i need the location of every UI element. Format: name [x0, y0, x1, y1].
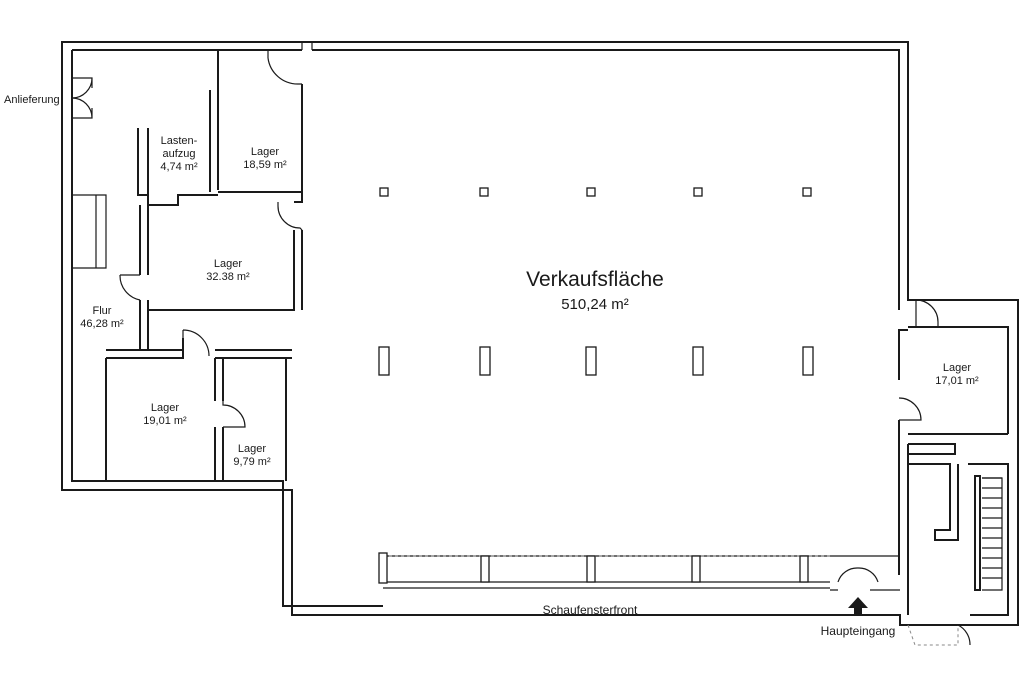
flur-label: Flur 46,28 m²	[66, 305, 138, 331]
lager5-name: Lager	[942, 362, 972, 374]
sales-area-label: Verkaufsfläche 510,24 m²	[490, 266, 700, 316]
columns	[378, 187, 814, 376]
lastenaufzug-label: Lasten- aufzug 4,74 m²	[148, 135, 210, 174]
flur-area: 46,28 m²	[80, 318, 124, 330]
lastenaufzug-area: 4,74 m²	[160, 161, 198, 173]
lager3-area: 19,01 m²	[143, 415, 187, 427]
delivery-label: Anlieferung	[4, 94, 60, 106]
door-flur	[119, 274, 141, 301]
outer-wall	[61, 41, 1019, 626]
shopfront	[378, 552, 900, 589]
sales-area-size: 510,24 m²	[561, 296, 629, 313]
lager1-name: Lager	[250, 146, 280, 158]
inner-wall	[71, 49, 900, 607]
lastenaufzug-name-2: aufzug	[162, 148, 196, 160]
lager2-label: Lager 32.38 m²	[188, 258, 268, 284]
main-door	[830, 567, 900, 591]
lager4-label: Lager 9,79 m²	[223, 443, 281, 469]
sales-area-name: Verkaufsfläche	[526, 268, 664, 291]
annex-dashed-step	[907, 624, 959, 646]
annex-door-side	[898, 397, 922, 421]
lager3-label: Lager 19,01 m²	[125, 402, 205, 428]
core-walls	[105, 90, 303, 481]
lager3-name: Lager	[150, 402, 180, 414]
lager5-area: 17,01 m²	[935, 375, 979, 387]
main-entrance-label: Haupteingang	[820, 624, 896, 638]
lager4-name: Lager	[237, 443, 267, 455]
stairs-right	[974, 475, 1003, 591]
lager2-name: Lager	[213, 258, 243, 270]
lastenaufzug-name-1: Lasten-	[160, 135, 198, 147]
lager1-label: Lager 18,59 m²	[225, 146, 305, 172]
entrance-arrow-icon	[848, 597, 868, 615]
lager2-area: 32.38 m²	[206, 271, 250, 283]
annex-door-top	[915, 299, 939, 327]
annex-exit	[957, 624, 971, 646]
lager4-area: 9,79 m²	[233, 456, 271, 468]
door-lager4	[222, 401, 246, 428]
door-lager3	[182, 329, 210, 357]
top-wall-gap	[301, 42, 313, 50]
stairs-left	[72, 194, 107, 269]
door-lager1	[267, 50, 302, 85]
lager5-label: Lager 17,01 m²	[920, 362, 994, 388]
door-lager2	[277, 202, 303, 231]
flur-name: Flur	[92, 305, 112, 317]
annex-walls	[898, 326, 1009, 616]
lager1-area: 18,59 m²	[243, 159, 287, 171]
delivery-door	[71, 77, 93, 119]
shopfront-label: Schaufensterfront	[542, 603, 638, 617]
lager1-walls	[217, 50, 303, 192]
